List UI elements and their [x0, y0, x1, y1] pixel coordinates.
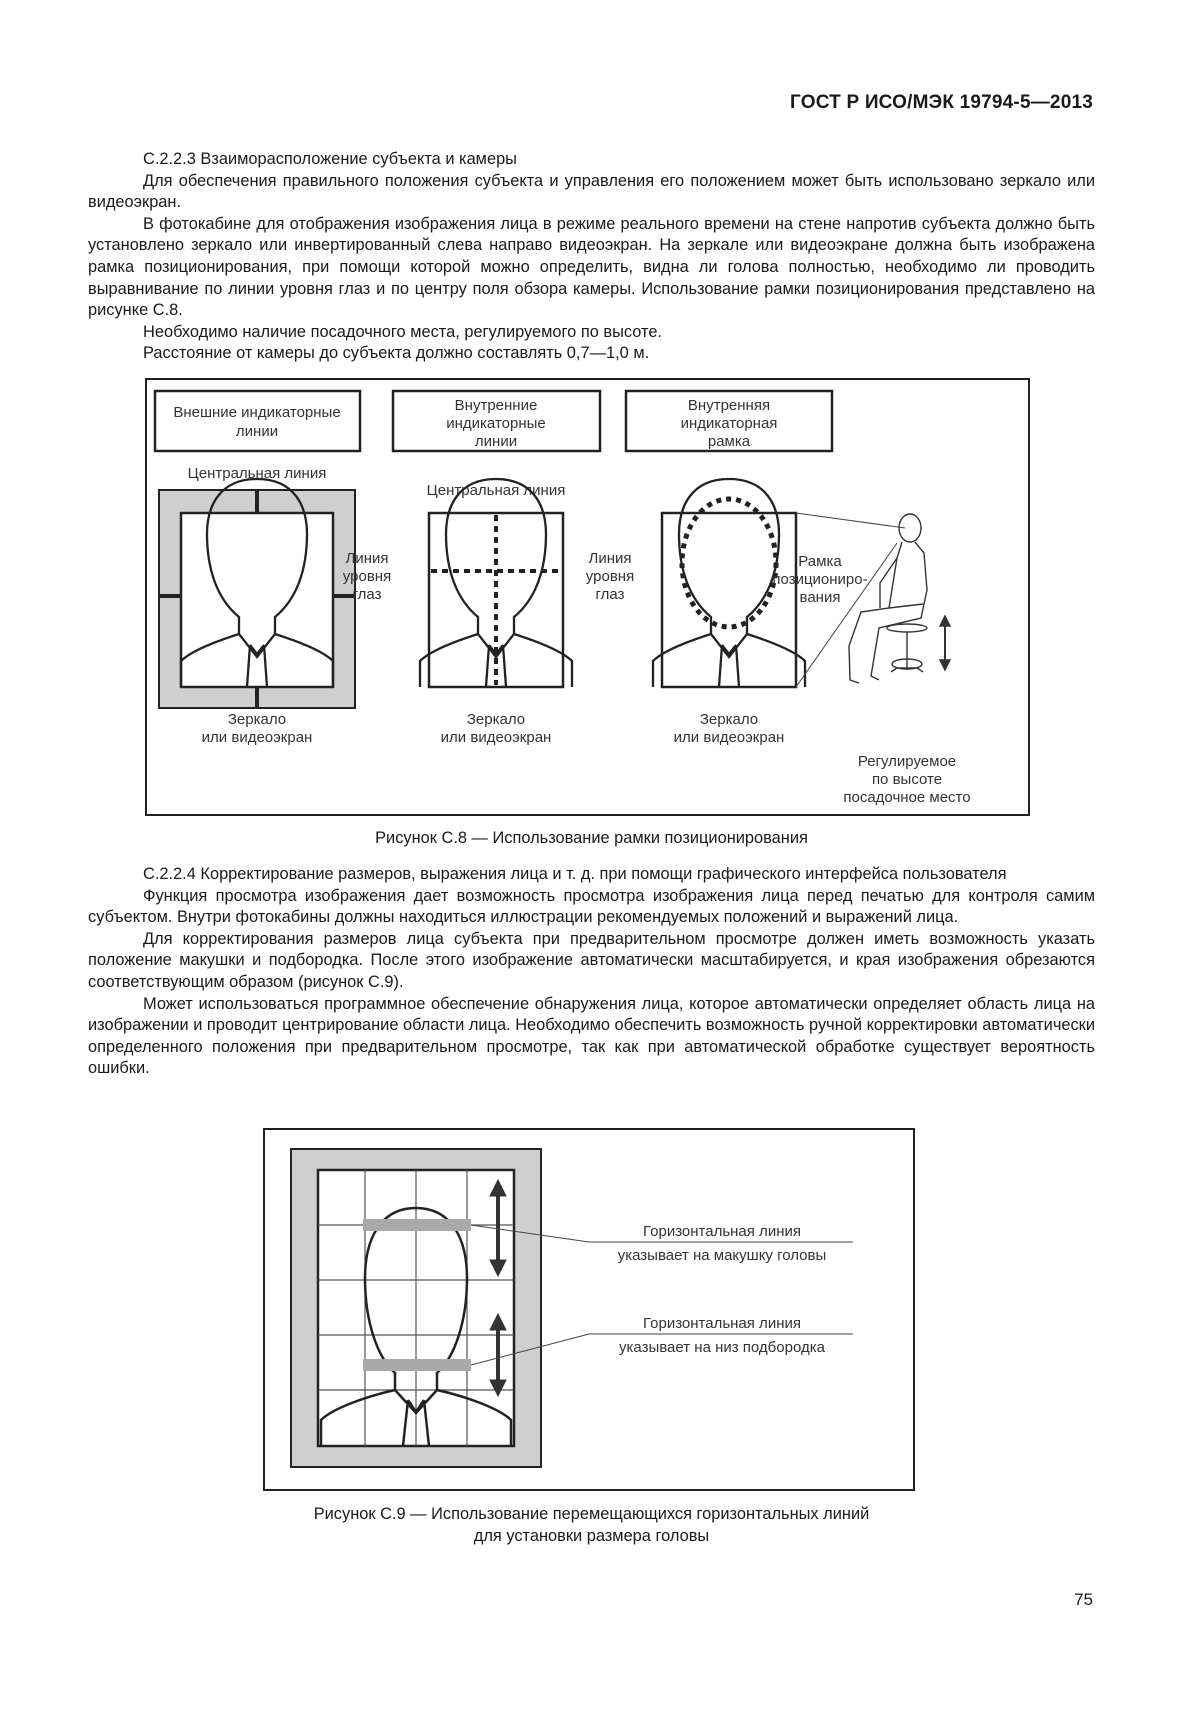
mirror-label: Зеркало [700, 711, 758, 728]
paragraph: Может использоваться программное обеспеч… [88, 994, 1095, 1078]
section-heading: С.2.2.4 Корректирование размеров, выраже… [143, 865, 1007, 883]
figure-c9: Горизонтальная линия указывает на макушк… [263, 1128, 915, 1491]
section-c223: С.2.2.3 Взаиморасположение субъекта и ка… [88, 149, 1095, 365]
paragraph: Необходимо наличие посадочного места, ре… [143, 322, 662, 341]
section-heading: С.2.2.3 Взаиморасположение субъекта и ка… [143, 150, 517, 168]
seat-label: Регулируемое [858, 753, 956, 770]
move-arrow-icon[interactable] [489, 1178, 507, 1278]
positioning-frame-label: позициониро- [772, 571, 867, 588]
central-line-label: Центральная линия [188, 465, 327, 482]
box-label-line: рамка [708, 433, 751, 450]
label-box [624, 389, 834, 453]
central-line-label: Центральная линия [427, 482, 566, 499]
document-header: ГОСТ Р ИСО/МЭК 19794-5—2013 [790, 92, 1093, 113]
eye-level-label: глаз [353, 586, 382, 603]
top-of-head-line[interactable] [363, 1219, 471, 1231]
positioning-frame-ellipse [679, 496, 779, 630]
eye-level-label: уровня [343, 568, 391, 585]
box-label-line: Внутренние [455, 397, 538, 414]
chin-line-label: указывает на низ подбородка [619, 1339, 826, 1356]
mirror-label: или видеоэкран [441, 729, 552, 746]
preview-grid [318, 1170, 514, 1446]
box-label-line: Внешние индикаторные [173, 404, 340, 421]
positioning-frame-label: вания [800, 589, 841, 606]
eye-level-label: Линия [588, 550, 631, 567]
paragraph: Функция просмотра изображения дает возмо… [88, 886, 1095, 927]
figure-c8-caption: Рисунок С.8 — Использование рамки позици… [375, 829, 808, 847]
paragraph: В фотокабине для отображения изображения… [88, 214, 1095, 320]
chin-line[interactable] [363, 1359, 471, 1371]
chin-line-label: Горизонтальная линия [643, 1315, 801, 1332]
caption-line: Рисунок С.9 — Использование перемещающих… [313, 1505, 870, 1523]
head-silhouette-icon [319, 1206, 513, 1447]
seated-person-icon [848, 513, 952, 684]
mirror-label: или видеоэкран [202, 729, 313, 746]
figure-c8-drawing: Внешние индикаторные линии Внутренние ин… [145, 378, 1030, 816]
move-arrow-icon[interactable] [489, 1312, 507, 1398]
paragraph: Для обеспечения правильного положения су… [88, 171, 1095, 212]
mirror-label: Зеркало [228, 711, 286, 728]
label-box [391, 389, 602, 453]
box-label-line: индикаторные [446, 415, 546, 432]
eye-level-label: уровня [586, 568, 634, 585]
mirror-frame [660, 511, 798, 689]
positioning-frame-label: Рамка [798, 553, 842, 570]
top-line-label: Горизонтальная линия [643, 1223, 801, 1240]
label-box [153, 389, 362, 453]
box-label-line: индикаторная [681, 415, 778, 432]
box-label-line: линии [236, 423, 278, 440]
section-c224: С.2.2.4 Корректирование размеров, выраже… [88, 864, 1095, 1080]
seat-label: по высоте [872, 771, 942, 788]
eye-level-label: глаз [596, 586, 625, 603]
mirror-label: Зеркало [467, 711, 525, 728]
mirror-label: или видеоэкран [674, 729, 785, 746]
box-label-line: линии [475, 433, 517, 450]
caption-line: для установки размера головы [473, 1526, 710, 1545]
eye-level-label: Линия [345, 550, 388, 567]
figure-c9-caption: Рисунок С.9 — Использование перемещающих… [88, 1504, 1095, 1547]
figure-c8: Внешние индикаторные линии Внутренние ин… [145, 378, 1030, 816]
page-number: 75 [1074, 1590, 1093, 1609]
seat-label: посадочное место [843, 789, 970, 806]
box-label-line: Внутренняя [688, 397, 770, 414]
figure-c9-drawing: Горизонтальная линия указывает на макушк… [263, 1128, 915, 1491]
paragraph: Для корректирования размеров лица субъек… [88, 929, 1095, 991]
paragraph: Расстояние от камеры до субъекта должно … [143, 344, 650, 363]
top-line-label: указывает на макушку головы [618, 1247, 827, 1264]
